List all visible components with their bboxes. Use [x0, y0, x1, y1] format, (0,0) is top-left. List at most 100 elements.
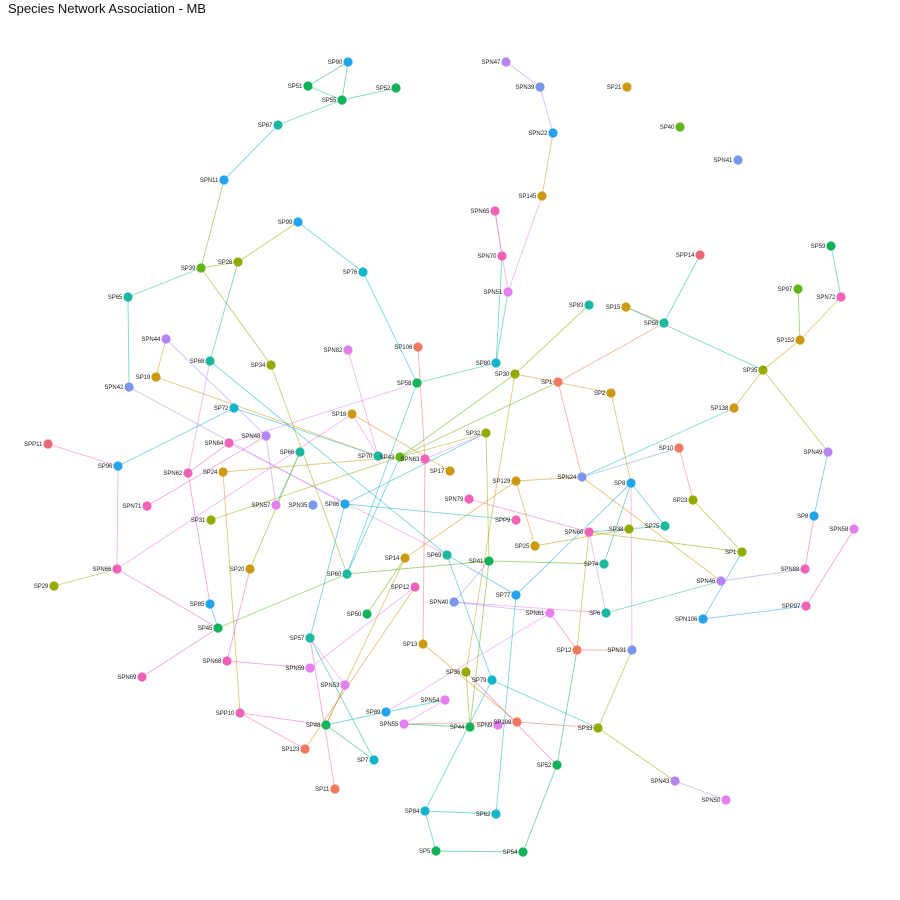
node-label-SPN58: SPN58	[829, 527, 849, 533]
node-SP90	[343, 57, 353, 67]
node-SPP11	[43, 439, 53, 449]
node-SPN49	[823, 447, 833, 457]
edge-SP25-SP38	[534, 528, 630, 547]
node-SP138	[729, 403, 739, 413]
edge-SP72-SP96	[117, 407, 235, 467]
node-SPP97	[801, 601, 811, 611]
node-SP76	[358, 267, 368, 277]
node-label-SP75: SP75	[645, 524, 660, 530]
edge-SP106-SPN63	[417, 346, 426, 460]
edge-SP77-SP62	[495, 594, 517, 815]
edge-SP32-SPN63	[424, 432, 487, 460]
node-SP75	[660, 521, 670, 531]
node-label-SP34: SP34	[251, 363, 266, 369]
node-label-SPN53: SPN53	[320, 683, 340, 689]
node-SP59	[826, 241, 836, 251]
node-SPN40	[449, 597, 459, 607]
node-SP11	[330, 784, 340, 794]
node-label-SP90: SP90	[328, 60, 343, 66]
edge-SP138-SPN24	[581, 407, 735, 478]
node-SPN55	[399, 719, 409, 729]
edge-SP129-SP25	[515, 480, 536, 547]
node-SP97	[793, 284, 803, 294]
node-label-SP69: SP69	[427, 553, 442, 559]
edge-SPN60-SP12	[576, 531, 590, 651]
node-SP83	[584, 300, 594, 310]
edge-SP129-SP14	[404, 480, 517, 559]
edge-SP72-SP70	[233, 407, 379, 457]
node-label-SP6: SP6	[589, 611, 601, 617]
node-label-SPN106: SPN106	[675, 617, 698, 623]
node-label-SP41: SP41	[469, 559, 484, 565]
node-label-SPN48: SPN48	[241, 434, 261, 440]
node-label-SPN55: SPN55	[379, 722, 399, 728]
node-label-SP67: SP67	[258, 123, 273, 129]
node-SP99	[293, 217, 303, 227]
node-SP36	[461, 667, 471, 677]
edge-SP66-SP20	[249, 451, 301, 570]
edge-SP138-SP35	[733, 369, 764, 409]
edge-SPN31-SP33	[597, 649, 633, 729]
edge-SP26-SP99	[237, 221, 299, 263]
node-SP39	[196, 263, 206, 273]
node-label-SP1: SP1	[541, 380, 553, 386]
edge-SPN39-SPN47	[505, 61, 541, 88]
node-label-SPN54: SPN54	[420, 698, 440, 704]
node-SP85	[205, 599, 215, 609]
node-SP80	[491, 358, 501, 368]
node-label-SP18: SP18	[332, 412, 347, 418]
node-label-SPN35: SPN35	[288, 503, 308, 509]
node-SP26	[233, 257, 243, 267]
node-SPN59	[305, 663, 315, 673]
edge-SP39-SP26	[200, 261, 239, 269]
node-label-SPP12: SPP12	[391, 585, 410, 591]
node-SP54	[518, 847, 528, 857]
node-label-SP80: SP80	[476, 361, 491, 367]
edge-SP58b-SP60	[346, 382, 418, 575]
edge-SP90-SP51	[307, 61, 349, 87]
node-SP34	[266, 360, 276, 370]
node-SP96	[113, 461, 123, 471]
edge-SPN53-SP57	[309, 637, 346, 686]
node-SPN88	[800, 564, 810, 574]
node-label-SP20: SP20	[230, 567, 245, 573]
node-label-SP24: SP24	[203, 470, 218, 476]
node-SPN51	[503, 287, 513, 297]
edge-SP13-SPN63	[422, 458, 426, 645]
node-SPN57	[271, 500, 281, 510]
edge-SP24-SP43	[222, 456, 401, 473]
node-label-SP52b: SP52	[537, 763, 552, 769]
node-SP19	[151, 372, 161, 382]
edge-SP14-SP48	[325, 557, 406, 726]
node-label-SP8: SP8	[614, 481, 626, 487]
node-SP8b	[809, 511, 819, 521]
node-label-SPN72: SPN72	[816, 295, 836, 301]
edge-SPP11-SP96	[47, 443, 119, 467]
node-label-SPN65: SPN65	[470, 209, 490, 215]
node-SPN47	[501, 57, 511, 67]
edge-SP48-SP7	[325, 724, 375, 761]
node-SPN71	[142, 501, 152, 511]
node-label-SPN79: SPN79	[444, 497, 464, 503]
node-label-SP97: SP97	[778, 287, 793, 293]
edge-SP57-SP7	[309, 637, 375, 761]
node-SPN9	[493, 720, 503, 730]
node-SPN62	[183, 468, 193, 478]
edge-SPN44-SPN48	[165, 338, 267, 437]
node-label-SPN63: SPN63	[400, 457, 420, 463]
edge-SPN49-SP8b	[813, 451, 829, 517]
node-label-SP77: SP77	[496, 593, 511, 599]
edge-SP97-SP152	[797, 288, 801, 341]
node-SP74	[599, 559, 609, 569]
node-label-SPN68: SPN68	[202, 659, 222, 665]
edge-SP76-SP58b	[362, 271, 418, 384]
node-label-SP70: SP70	[358, 454, 373, 460]
node-SPP12	[410, 582, 420, 592]
node-SPN48	[261, 431, 271, 441]
node-SPN35	[308, 500, 318, 510]
node-label-SP32: SP32	[466, 431, 481, 437]
edge-SP41-SP60	[346, 560, 490, 575]
edge-SP8-SP75	[630, 482, 666, 527]
node-SP44	[465, 722, 475, 732]
node-label-SPN40: SPN40	[429, 600, 449, 606]
